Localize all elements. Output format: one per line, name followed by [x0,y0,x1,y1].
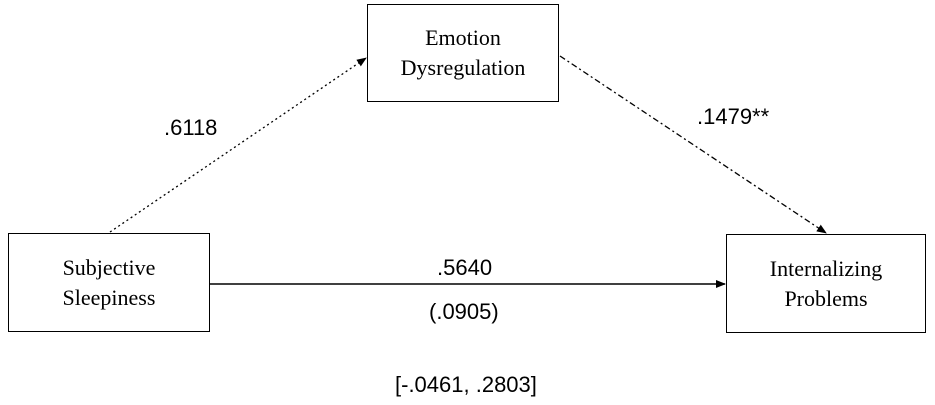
predictor-label-line1: Subjective [62,254,156,280]
outcome-box: Internalizing Problems [726,234,926,333]
outcome-label-line2: Problems [784,285,868,311]
path-b-arrow [559,55,827,234]
path-b-coefficient: .1479** [697,104,770,129]
predictor-label-line2: Sleepiness [62,284,156,310]
mediator-label-line1: Emotion [425,25,501,50]
indirect-effect-se: (.0905) [429,299,499,324]
path-a-arrow [109,57,367,233]
path-c-coefficient: .5640 [437,255,493,280]
predictor-box: Subjective Sleepiness [8,233,210,332]
mediator-label-line2: Dysregulation [400,55,526,80]
path-a-coefficient: .6118 [164,115,218,140]
indirect-effect-ci: [-.0461, .2803] [395,372,537,397]
outcome-label-line1: Internalizing [769,255,883,281]
mediator-box: Emotion Dysregulation [367,4,559,102]
